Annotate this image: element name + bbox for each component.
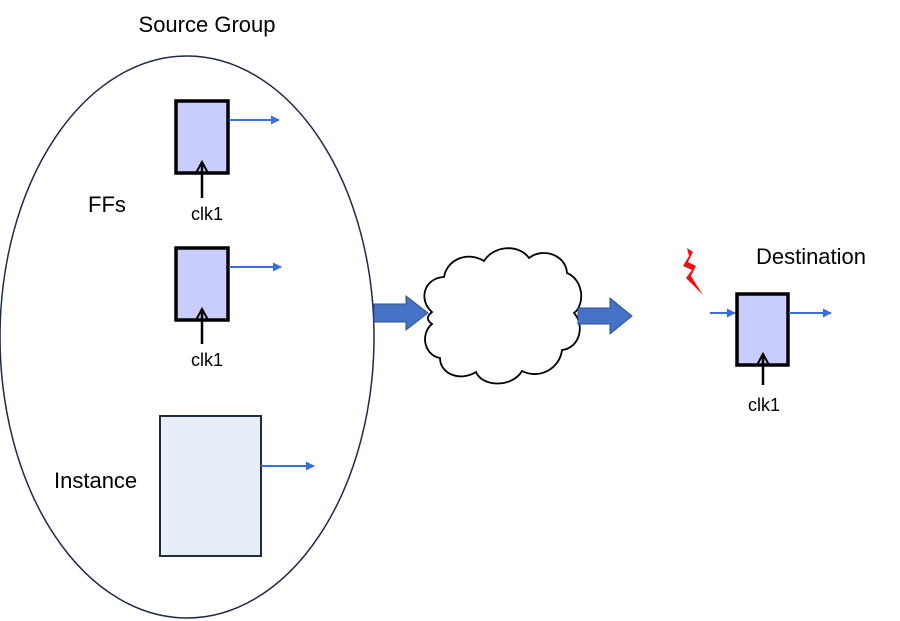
clock-label: clk1	[191, 350, 223, 370]
instance-label: Instance	[54, 468, 137, 493]
destination-title: Destination	[756, 244, 866, 269]
clock-label: clk1	[748, 395, 780, 415]
clock-label: clk1	[191, 204, 223, 224]
instance-block	[159, 415, 315, 557]
source-group-title: Source Group	[139, 12, 276, 37]
flip-flop-1: clk1	[174, 99, 280, 224]
lightning-icon	[683, 248, 703, 295]
logic-cloud-icon	[423, 247, 583, 385]
source-group-ellipse	[0, 55, 375, 619]
instance-body	[159, 415, 262, 557]
flip-flop-2: clk1	[174, 246, 282, 370]
destination-flip-flop: clk1	[710, 292, 832, 415]
block-arrow-icon	[577, 296, 633, 336]
ffs-label: FFs	[88, 192, 126, 217]
block-arrow-icon	[373, 294, 429, 332]
